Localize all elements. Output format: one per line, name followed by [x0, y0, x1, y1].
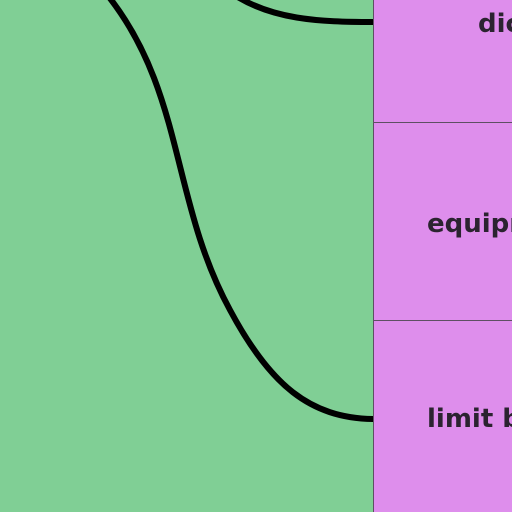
node-panel: dic equipr limit b	[373, 0, 512, 512]
connector-line-bottom	[107, 0, 376, 422]
connector-line-top	[236, 0, 376, 25]
node-label-3: limit b	[427, 404, 512, 434]
node-box-1: dic	[374, 0, 512, 123]
node-box-3: limit b	[374, 321, 512, 512]
node-box-2: equipr	[374, 123, 512, 321]
node-label-2: equipr	[427, 209, 512, 239]
node-label-1: dic	[478, 9, 512, 39]
